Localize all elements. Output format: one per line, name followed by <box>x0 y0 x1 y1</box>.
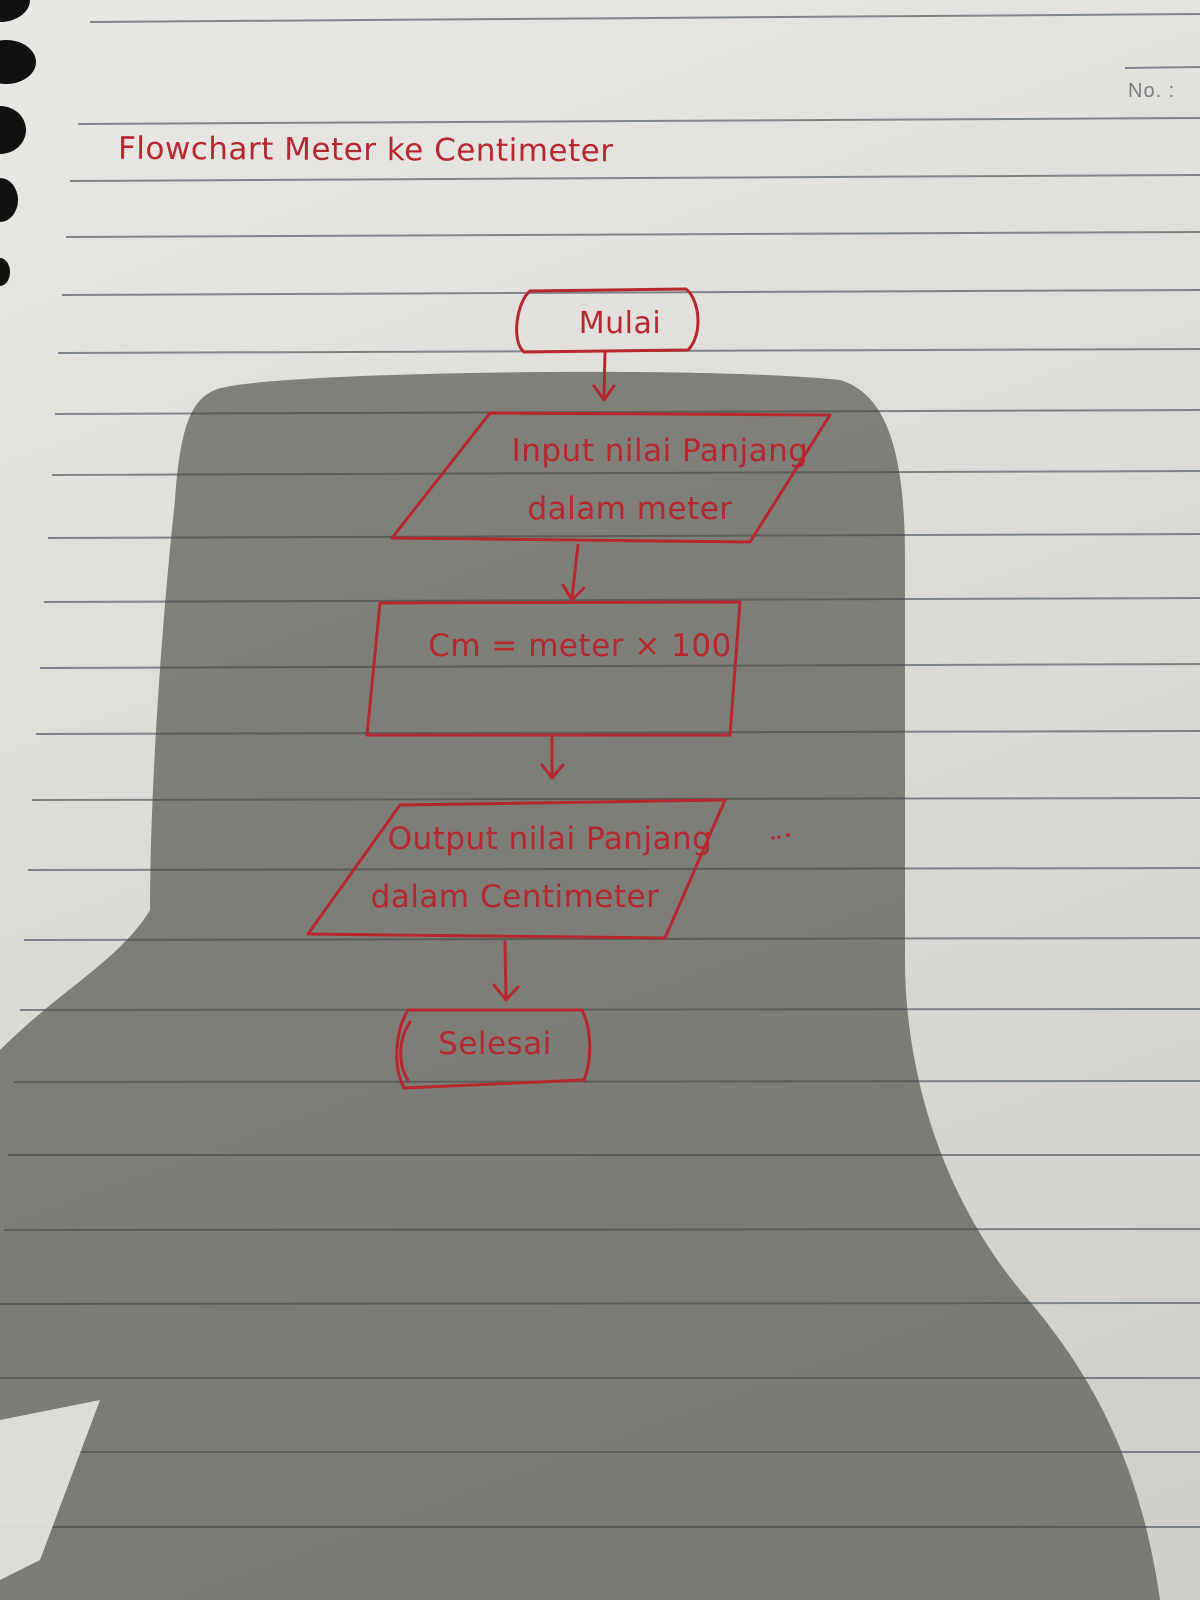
input-parallelogram-shape <box>390 411 832 544</box>
input-line-1: Input nilai Panjang <box>511 433 809 469</box>
input-line-2: dalam meter <box>527 491 733 527</box>
output-node-label: Output nilai Panjang dalam Centimeter <box>355 810 715 926</box>
output-line-2: dalam Centimeter <box>370 879 660 915</box>
start-node-label: Mulai <box>578 306 662 341</box>
page-number-label: No. : <box>1128 80 1176 102</box>
input-node-label: Input nilai Panjang dalam meter <box>460 422 820 538</box>
output-parallelogram-shape <box>306 798 727 940</box>
end-terminator-shape <box>395 1008 592 1090</box>
process-node-label: Cm = meter × 100 <box>428 628 732 664</box>
process-rectangle-shape <box>365 600 742 737</box>
output-line-1: Output nilai Panjang <box>387 821 713 857</box>
arrow-input-to-process <box>561 543 586 602</box>
end-node-label: Selesai <box>438 1026 552 1062</box>
arrow-process-to-output <box>540 735 565 780</box>
start-terminator-shape <box>515 287 700 354</box>
arrow-output-to-end <box>492 940 520 1002</box>
arrow-start-to-input <box>592 350 616 402</box>
